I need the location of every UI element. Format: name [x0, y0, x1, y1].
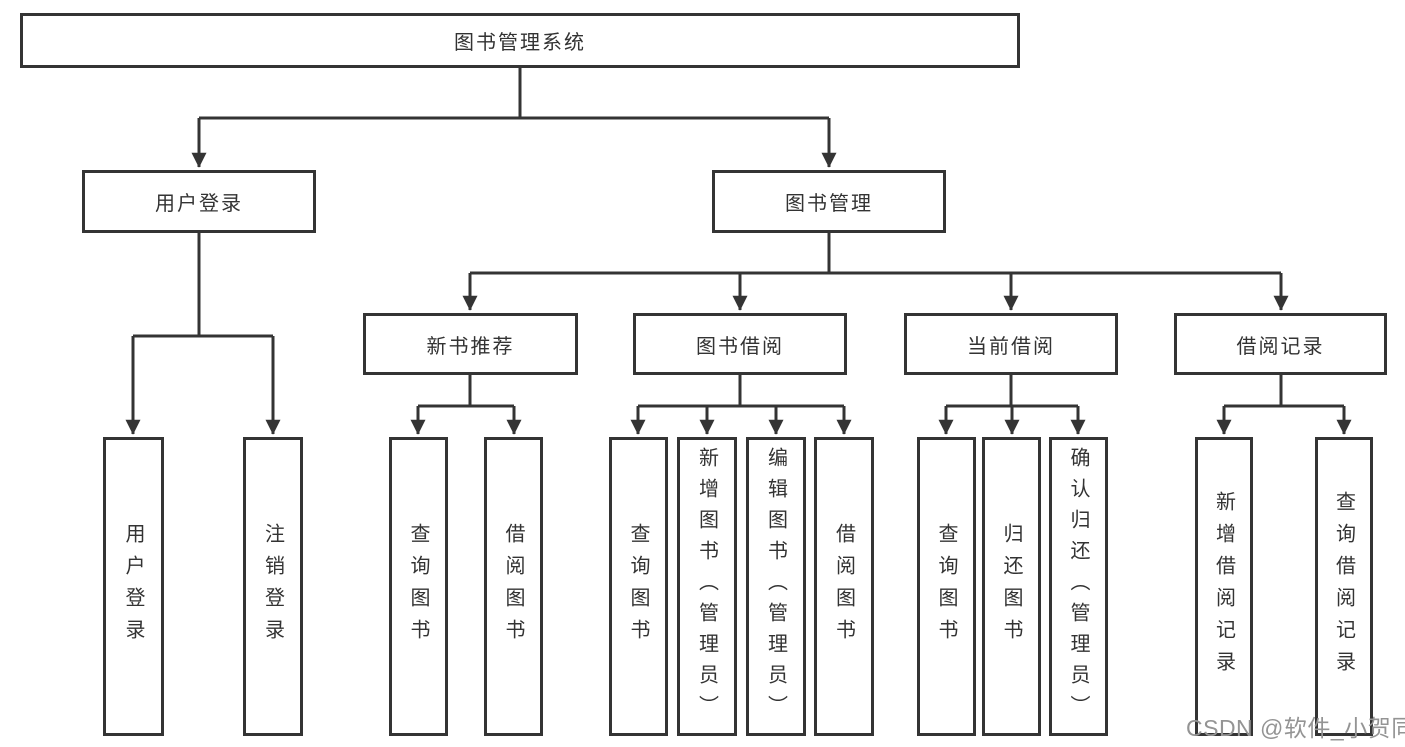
connector-paths — [125, 68, 1352, 435]
leaf-return-books: 归还图书 — [982, 437, 1041, 736]
leaf-query-borrow-record: 查询借阅记录 — [1315, 437, 1373, 736]
node-user-login: 用户登录 — [82, 170, 316, 233]
node-library-management-system: 图书管理系统 — [20, 13, 1020, 68]
node-book-management: 图书管理 — [712, 170, 946, 233]
node-new-book-recommend: 新书推荐 — [363, 313, 578, 375]
node-book-borrow: 图书借阅 — [633, 313, 847, 375]
leaf-edit-books-admin: 编辑图书（管理员） — [746, 437, 806, 736]
csdn-watermark: CSDN @软件_小贺同学 — [1186, 715, 1405, 741]
leaf-add-borrow-record: 新增借阅记录 — [1195, 437, 1253, 736]
leaf-confirm-return-admin: 确认归还（管理员） — [1049, 437, 1108, 736]
leaf-borrow-query-books: 查询图书 — [609, 437, 668, 736]
leaf-recommend-borrow-books: 借阅图书 — [484, 437, 543, 736]
leaf-logout: 注销登录 — [243, 437, 303, 736]
leaf-recommend-query-books: 查询图书 — [389, 437, 448, 736]
leaf-user-login: 用户登录 — [103, 437, 164, 736]
leaf-borrow-books: 借阅图书 — [814, 437, 874, 736]
leaf-current-query-books: 查询图书 — [917, 437, 976, 736]
leaf-add-books-admin: 新增图书（管理员） — [677, 437, 737, 736]
node-current-borrow: 当前借阅 — [904, 313, 1118, 375]
node-borrow-records: 借阅记录 — [1174, 313, 1387, 375]
